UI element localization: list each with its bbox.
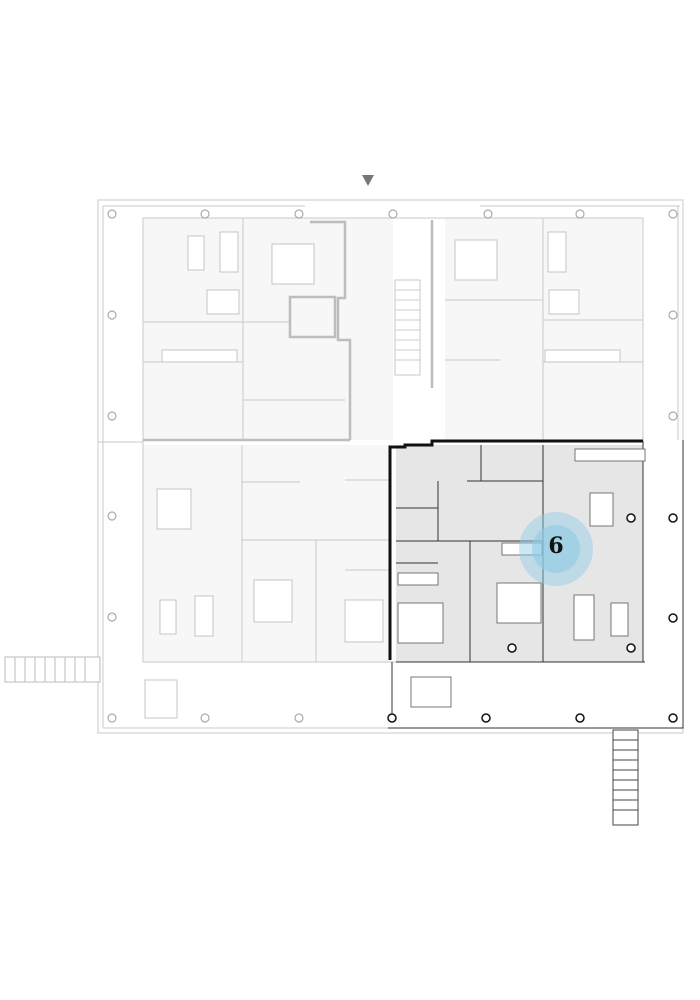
entrance-arrow-icon bbox=[362, 175, 374, 186]
exterior-stair-right bbox=[612, 729, 639, 826]
unit-6[interactable] bbox=[387, 439, 684, 729]
exterior-stair-left bbox=[4, 656, 101, 683]
columns bbox=[107, 209, 678, 723]
core-stair bbox=[395, 289, 420, 361]
unit-marker[interactable] bbox=[519, 512, 593, 586]
other-units bbox=[142, 217, 644, 719]
unit-number-label: 6 bbox=[548, 533, 564, 559]
